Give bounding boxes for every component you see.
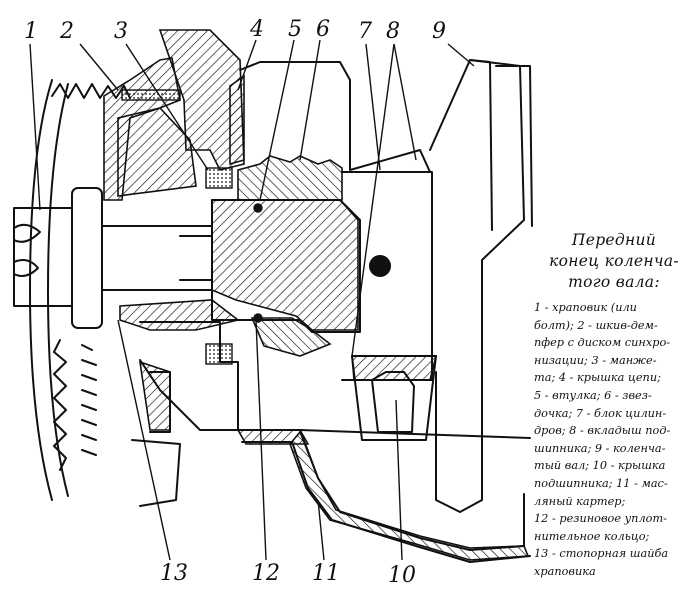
- legend-line: подшипника; 11 - мас-: [534, 476, 668, 490]
- caption-title-line: конец коленча-: [549, 252, 679, 270]
- callout-5: 5: [288, 17, 302, 42]
- callout-4: 4: [249, 17, 264, 42]
- legend-line: тый вал; 10 - крышка: [534, 459, 666, 473]
- callout-2: 2: [59, 19, 74, 44]
- callout-12: 12: [252, 561, 280, 586]
- leader-6: [299, 39, 321, 161]
- callout-13: 13: [160, 561, 188, 586]
- caption-title: Передний конец коленча- того вала:: [534, 230, 694, 293]
- legend-line: шипника; 9 - коленча-: [534, 441, 666, 455]
- leader-8b: [351, 43, 395, 357]
- leader-11: [317, 499, 325, 561]
- leader-8a: [393, 43, 417, 161]
- legend-line: дров; 8 - вкладыш под-: [534, 424, 671, 438]
- callout-6: 6: [316, 17, 330, 42]
- legend-line: 5 - втулка; 6 - звез-: [534, 388, 652, 402]
- legend-line: низации; 3 - манже-: [534, 353, 657, 367]
- legend-line: 1 - храповик (или: [534, 301, 637, 314]
- caption-legend: 1 - храповик (или болт); 2 - шкив-дем- п…: [534, 299, 694, 581]
- callout-7: 7: [358, 19, 372, 44]
- caption-title-line: того вала:: [568, 273, 660, 291]
- sprocket-section: [237, 155, 343, 201]
- callout-9: 9: [432, 19, 446, 44]
- legend-line: 13 - стопорная шайба: [534, 547, 669, 561]
- legend-line: дочка; 7 - блок цилин-: [534, 406, 667, 420]
- leader-9: [447, 43, 475, 67]
- figure-caption: Передний конец коленча- того вала: 1 - х…: [534, 230, 694, 581]
- legend-line: нительное кольцо;: [534, 529, 650, 543]
- leader-12: [255, 319, 267, 561]
- legend-line: пфер с диском синхро-: [534, 336, 671, 350]
- cylinder-block: [239, 61, 431, 173]
- leader-7: [365, 43, 381, 171]
- leader-3: [125, 43, 209, 171]
- ratchet-bolt-head: [71, 187, 103, 329]
- leader-5: [259, 39, 295, 201]
- callout-3: 3: [114, 19, 128, 44]
- leader-1: [29, 43, 41, 211]
- caption-title-line: Передний: [571, 231, 657, 249]
- crankshaft-cheek: [429, 59, 525, 513]
- callout-10: 10: [388, 563, 416, 588]
- pulley-grooves-bottom: [53, 339, 67, 471]
- leader-13: [117, 319, 171, 561]
- crankshaft-section: [211, 199, 359, 331]
- callout-1: 1: [24, 19, 38, 44]
- legend-line: храповика: [534, 564, 596, 578]
- callout-8: 8: [386, 19, 400, 44]
- legend-line: болт); 2 - шкив-дем-: [534, 318, 658, 332]
- leader-4: [237, 39, 257, 91]
- oil-seal-top: [121, 89, 181, 101]
- legend-line: ляный картер;: [534, 494, 626, 508]
- leader-2: [79, 43, 119, 91]
- leader-10: [395, 399, 403, 561]
- o-ring-bottom: [253, 313, 263, 323]
- legend-line: та; 4 - крышка цепи;: [534, 371, 661, 385]
- pulley-rim: [29, 79, 53, 501]
- o-ring-top: [253, 203, 263, 213]
- legend-line: 12 - резиновое уплот-: [534, 512, 667, 526]
- callout-11: 11: [312, 561, 340, 586]
